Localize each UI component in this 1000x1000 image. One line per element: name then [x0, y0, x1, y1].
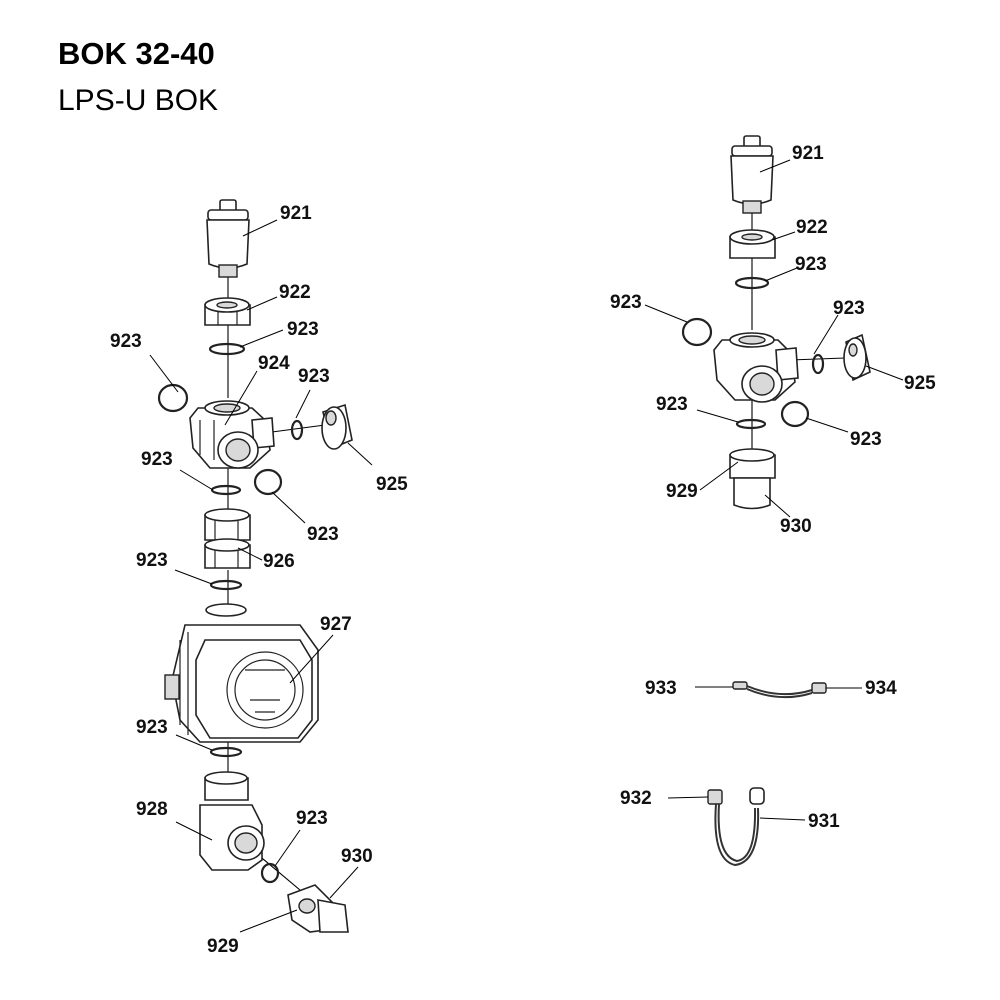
- leader-932: [667, 796, 709, 799]
- leader-right-923-d: [696, 409, 739, 423]
- label-right-923-b: 923: [610, 292, 642, 313]
- label-933: 933: [645, 678, 677, 699]
- left-air-vent-921: [206, 199, 250, 278]
- label-left-928: 928: [136, 799, 168, 820]
- left-nut-922: [204, 297, 251, 326]
- cable-parts: 933 934 932 931: [620, 678, 897, 867]
- right-ring-923-e: [780, 400, 810, 428]
- label-left-925: 925: [376, 474, 408, 495]
- left-cross-body-924: [189, 400, 275, 469]
- left-ring-923-e: [253, 468, 283, 496]
- leader-left-923-g: [175, 734, 213, 751]
- leader-left-928: [175, 821, 213, 841]
- left-pump-927: [164, 603, 319, 743]
- leader-left-923-e: [271, 491, 306, 524]
- leader-left-923-f: [174, 569, 213, 585]
- label-left-924: 924: [258, 353, 290, 374]
- label-right-923-c: 923: [833, 298, 865, 319]
- label-931: 931: [808, 811, 840, 832]
- right-nut-929-tail-930: [729, 448, 776, 510]
- leader-left-923-b: [149, 354, 179, 393]
- left-ring-923-a: [157, 383, 189, 413]
- right-air-vent-921: [730, 135, 774, 214]
- label-932: 932: [620, 788, 652, 809]
- leader-left-923-d: [179, 469, 214, 491]
- right-cap-925: [843, 333, 871, 382]
- right-axis-horizontal: [789, 357, 846, 361]
- left-gasket-923-d: [210, 484, 242, 496]
- label-left-923-b: 923: [110, 331, 142, 352]
- leader-right-921: [759, 159, 791, 173]
- leader-right-923-e: [805, 417, 849, 433]
- label-left-921: 921: [280, 203, 312, 224]
- label-left-922: 922: [279, 282, 311, 303]
- label-left-929: 929: [207, 936, 239, 957]
- right-cross-body: [713, 332, 799, 403]
- leader-left-927: [289, 634, 334, 684]
- left-ring-923-h: [260, 862, 280, 884]
- diagram-subtitle: LPS-U BOK: [58, 84, 219, 117]
- label-right-930: 930: [780, 516, 812, 537]
- left-ring-923-c: [290, 419, 304, 441]
- label-right-923-d: 923: [656, 394, 688, 415]
- leader-left-929: [239, 909, 298, 933]
- leader-left-926: [237, 547, 263, 561]
- leader-left-923-c: [295, 389, 311, 419]
- right-gasket-923-top: [734, 276, 770, 290]
- leader-right-922: [771, 231, 796, 241]
- label-left-923-g: 923: [136, 717, 168, 738]
- left-cap-925: [321, 403, 353, 450]
- leader-left-930: [329, 866, 359, 899]
- label-right-929: 929: [666, 481, 698, 502]
- cable-933-934: [732, 681, 827, 699]
- right-assembly: 921 922 923 923 923 925 923 923 929 930: [610, 135, 936, 537]
- leader-left-921: [242, 219, 278, 237]
- label-left-927: 927: [320, 614, 352, 635]
- right-gasket-923-d: [735, 418, 767, 430]
- diagram-title: BOK 32-40: [58, 36, 215, 71]
- leader-left-923-a: [239, 329, 284, 348]
- leader-right-923-a: [764, 267, 798, 282]
- left-nut-929-tail-930: [287, 884, 349, 933]
- label-left-930: 930: [341, 846, 373, 867]
- label-right-922: 922: [796, 217, 828, 238]
- label-left-926: 926: [263, 551, 295, 572]
- right-nut-922: [729, 229, 776, 259]
- right-ring-923-c: [811, 353, 825, 375]
- label-left-923-h: 923: [296, 808, 328, 829]
- cable-932-931: [707, 787, 765, 867]
- leader-right-930: [764, 494, 791, 518]
- label-934: 934: [865, 678, 897, 699]
- leader-931: [759, 817, 806, 821]
- label-right-923-a: 923: [795, 254, 827, 275]
- leader-left-922: [246, 296, 278, 311]
- label-left-923-f: 923: [136, 550, 168, 571]
- left-gasket-923-top: [208, 342, 246, 356]
- label-left-923-a: 923: [287, 319, 319, 340]
- label-left-923-d: 923: [141, 449, 173, 470]
- left-assembly: 921 922 923 923 924 923 925 923 923 926 …: [110, 199, 408, 957]
- label-left-923-c: 923: [298, 366, 330, 387]
- label-left-923-e: 923: [307, 524, 339, 545]
- left-gasket-923-g: [209, 746, 243, 758]
- label-right-925: 925: [904, 373, 936, 394]
- left-elbow-928: [199, 771, 265, 871]
- label-right-923-e: 923: [850, 429, 882, 450]
- left-union-926: [204, 508, 251, 569]
- leader-right-925: [865, 365, 904, 381]
- leader-right-929: [699, 461, 739, 491]
- left-axis-horizontal: [271, 424, 326, 433]
- leader-right-923-b: [644, 304, 688, 323]
- left-gasket-923-f: [209, 579, 243, 591]
- leader-left-924: [224, 370, 258, 426]
- leader-right-923-c: [813, 314, 839, 355]
- leader-left-925: [347, 442, 373, 466]
- leader-left-923-h: [274, 829, 301, 867]
- label-right-921: 921: [792, 143, 824, 164]
- right-ring-923-a: [681, 317, 713, 347]
